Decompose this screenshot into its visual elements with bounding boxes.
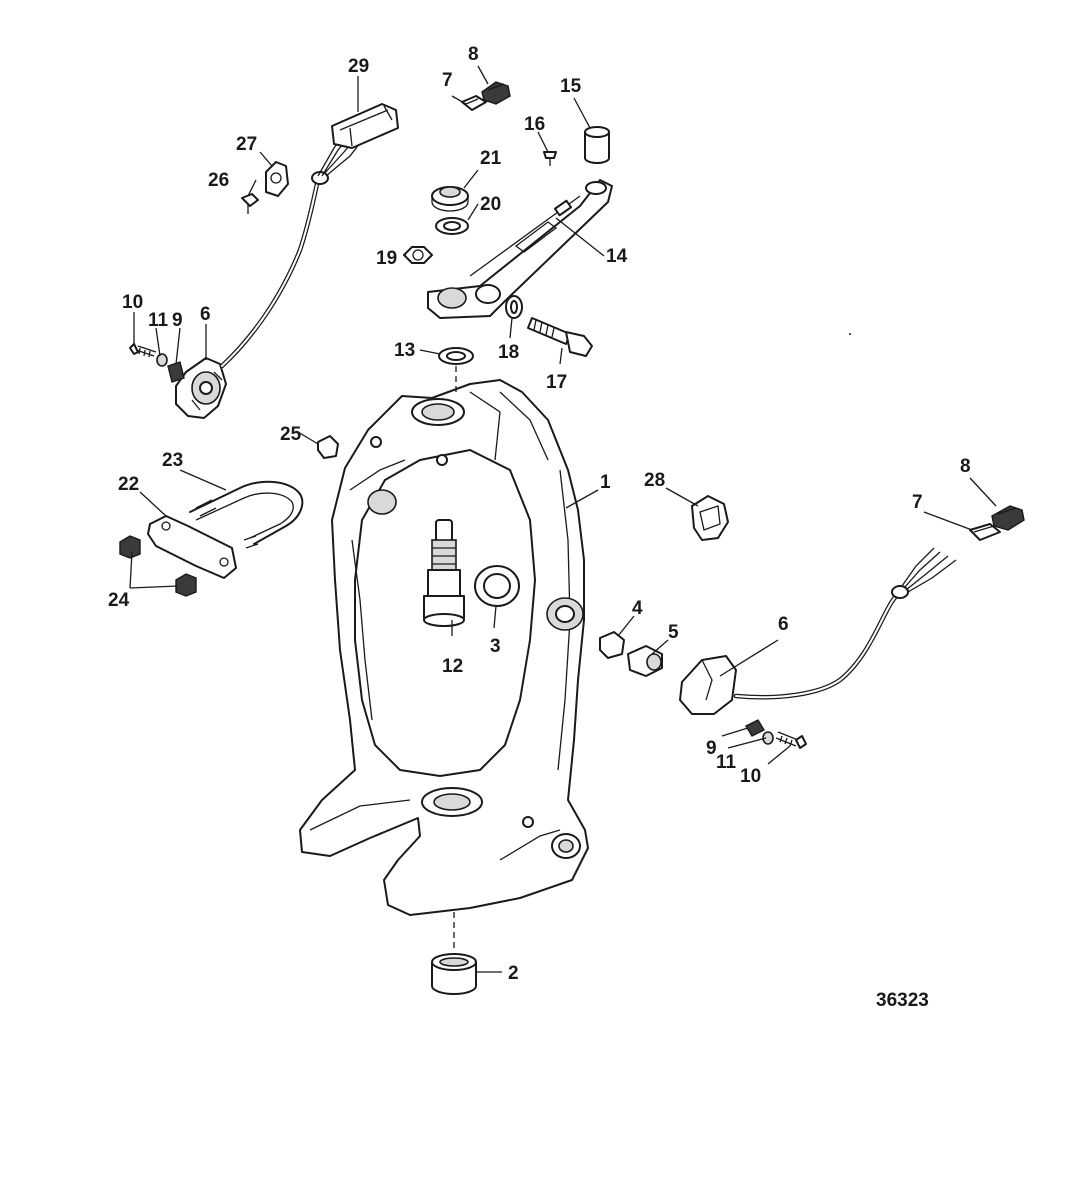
callout-10-right: 10 <box>740 766 761 787</box>
callout-19: 19 <box>376 248 397 269</box>
lock-nut <box>431 186 469 212</box>
callout-26: 26 <box>208 170 229 191</box>
washer-right <box>762 731 774 745</box>
callout-4: 4 <box>632 598 643 619</box>
spring-right <box>745 719 765 737</box>
callout-9-left: 9 <box>172 310 183 331</box>
callout-28: 28 <box>644 470 665 491</box>
shaft-washer <box>474 565 520 607</box>
callout-22: 22 <box>118 474 139 495</box>
bushing-4 <box>599 631 625 659</box>
callout-11-left: 11 <box>148 310 169 331</box>
lower-bushing <box>431 912 477 995</box>
mount-clip <box>265 161 289 197</box>
figure-number: 36323 <box>876 990 929 1011</box>
gimbal-ring <box>299 379 589 916</box>
cable-clip-large <box>691 495 729 541</box>
callout-5: 5 <box>668 622 679 643</box>
callout-10-left: 10 <box>122 292 143 313</box>
callout-29: 29 <box>348 56 369 77</box>
mount-screw <box>241 193 259 214</box>
callout-8-right: 8 <box>960 456 971 477</box>
callout-1: 1 <box>600 472 611 493</box>
bolt-washer <box>505 295 523 319</box>
steering-shaft <box>423 519 465 627</box>
callout-9-right: 9 <box>706 738 717 759</box>
washer-left <box>156 353 168 367</box>
callout-6-left: 6 <box>200 304 211 325</box>
screw-left <box>129 343 157 358</box>
callout-24: 24 <box>108 590 130 611</box>
harness-bracket <box>331 103 399 149</box>
u-bolt-nut-1 <box>119 535 141 559</box>
screw-right <box>775 731 807 749</box>
trim-sender-right <box>679 655 737 715</box>
callout-6-right: 6 <box>778 614 789 635</box>
plug-top <box>481 81 511 105</box>
callout-16: 16 <box>524 114 545 135</box>
callout-12: 12 <box>442 656 463 677</box>
small-screw <box>543 151 557 166</box>
callout-11-right: 11 <box>716 752 737 773</box>
u-bolt-plate <box>147 515 237 579</box>
trim-sender-left <box>175 357 227 419</box>
flat-washer <box>435 217 469 235</box>
callout-23: 23 <box>162 450 183 471</box>
plug-right <box>991 505 1025 531</box>
connector-top <box>461 95 487 111</box>
leader-lines <box>129 65 997 973</box>
u-bolt <box>189 480 304 549</box>
hex-nut <box>403 246 433 264</box>
callout-27: 27 <box>236 134 257 155</box>
callout-labels: 1 2 3 4 5 6 6 7 7 8 8 9 9 10 10 11 11 12… <box>108 44 971 984</box>
callout-17: 17 <box>546 372 567 393</box>
cable-clip-small <box>317 435 339 459</box>
callout-21: 21 <box>480 148 502 169</box>
steering-lever <box>427 179 613 319</box>
callout-2: 2 <box>508 963 519 984</box>
lever-cap <box>584 126 610 164</box>
callout-18: 18 <box>498 342 519 363</box>
callout-3: 3 <box>490 636 501 657</box>
callout-20: 20 <box>480 194 501 215</box>
spring-left <box>167 361 185 383</box>
harness-right <box>733 547 957 700</box>
stray-mark <box>849 333 851 335</box>
callout-15: 15 <box>560 76 582 97</box>
u-bolt-nut-2 <box>175 573 197 597</box>
hex-bolt <box>527 317 593 357</box>
callout-25: 25 <box>280 424 302 445</box>
callout-13: 13 <box>394 340 415 361</box>
callout-14: 14 <box>606 246 628 267</box>
callout-7-right: 7 <box>912 492 923 513</box>
callout-7-top: 7 <box>442 70 453 91</box>
callout-8-top: 8 <box>468 44 479 65</box>
lower-washer <box>438 347 474 394</box>
connector-right <box>969 523 1001 541</box>
